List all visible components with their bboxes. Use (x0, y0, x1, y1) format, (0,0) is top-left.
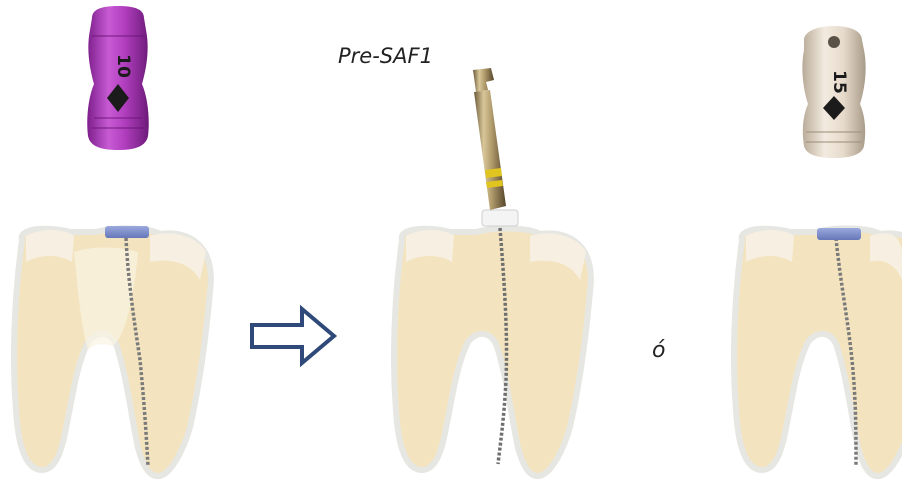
rubber-stopper (817, 228, 861, 240)
rubber-stopper (482, 210, 518, 226)
tooth-2 (394, 228, 591, 476)
pre-saf-label: Pre-SAF1 (338, 44, 433, 68)
rotary-shank (474, 90, 506, 210)
handle-size-number: 10 (113, 54, 133, 78)
right-arrow-icon (252, 309, 334, 363)
rubber-stopper (105, 226, 149, 238)
tooth-1 (14, 228, 211, 476)
handle-hole (828, 36, 840, 48)
tooth-icon (734, 228, 902, 476)
tooth-icon (394, 228, 591, 476)
tooth-3 (734, 228, 902, 476)
or-label: ó (652, 338, 665, 363)
handle-size-number: 15 (829, 70, 849, 94)
latch-shank (473, 68, 494, 92)
